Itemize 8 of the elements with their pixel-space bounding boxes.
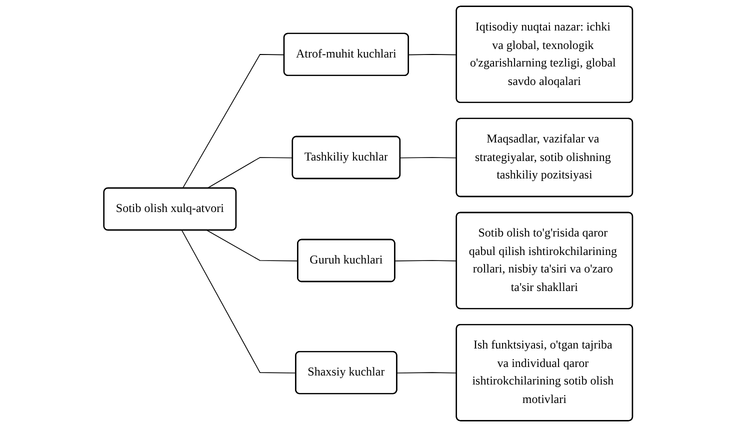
connector	[397, 372, 458, 374]
connector	[408, 54, 458, 56]
connector	[400, 157, 458, 158]
connector	[206, 157, 294, 189]
connector	[182, 230, 297, 374]
connector	[206, 230, 299, 262]
connector	[182, 54, 286, 189]
connector	[395, 260, 458, 262]
